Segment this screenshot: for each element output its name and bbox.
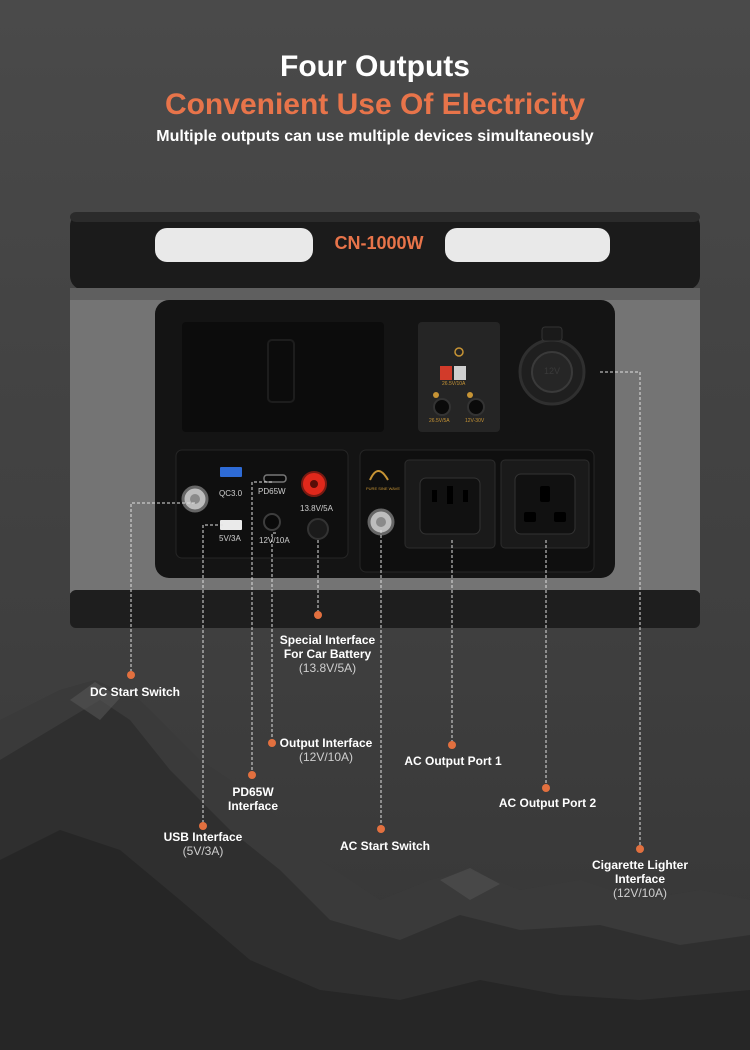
pd-label: PD65W xyxy=(258,487,286,496)
led-light-left xyxy=(155,228,313,262)
sine-wave-label: PURE SINE WAVE xyxy=(366,486,401,491)
label-dc-start-switch: DC Start Switch xyxy=(89,685,180,699)
page-subtitle: Convenient Use Of Electricity xyxy=(164,88,586,121)
dc-port-label: 12V/10A xyxy=(259,536,290,545)
callout-dot xyxy=(199,822,207,830)
label-cigarette-lighter: Cigarette Lighter Interface (12V/10A) xyxy=(591,858,688,900)
callout-dot xyxy=(314,611,322,619)
dc-5521-port xyxy=(263,513,281,531)
callout-dot xyxy=(268,739,276,747)
label-ac-output-port-2: AC Output Port 2 xyxy=(498,796,597,810)
callout-dot xyxy=(248,771,256,779)
label-usb-interface: USB Interface (5V/3A) xyxy=(163,830,243,858)
device-base xyxy=(70,590,700,628)
usb-5v-label: 5V/3A xyxy=(219,534,241,543)
label-ac-output-port-1: AC Output Port 1 xyxy=(404,754,502,768)
label-pd65w-interface: PD65W Interface xyxy=(227,785,279,813)
car-port-label: 13.8V/5A xyxy=(300,504,333,513)
callout-dot xyxy=(448,741,456,749)
label-special-interface: Special Interface For Car Battery (13.8V… xyxy=(279,633,376,675)
qc-label: QC3.0 xyxy=(219,489,243,498)
led-light-right xyxy=(445,228,610,262)
callout-dot xyxy=(377,825,385,833)
page-tagline: Multiple outputs can use multiple device… xyxy=(156,128,594,145)
usb-qc-port xyxy=(220,467,242,477)
page-title: Four Outputs xyxy=(280,50,470,83)
callout-dot xyxy=(127,671,135,679)
anderson-right-label: 12V-30V xyxy=(465,418,485,424)
cig-cap-label: 12V xyxy=(544,366,561,376)
model-name: CN-1000W xyxy=(334,233,424,253)
usb-5v-port xyxy=(220,520,242,530)
label-ac-start-switch: AC Start Switch xyxy=(339,839,430,853)
lcd-display xyxy=(182,322,384,432)
anderson-top-label: 26.5V/10A xyxy=(442,381,466,387)
callout-dot xyxy=(542,784,550,792)
pd-port xyxy=(263,474,287,483)
callout-dot xyxy=(636,845,644,853)
label-output-interface: Output Interface (12V/10A) xyxy=(279,736,373,764)
anderson-left-label: 26.5V/5A xyxy=(429,418,450,424)
